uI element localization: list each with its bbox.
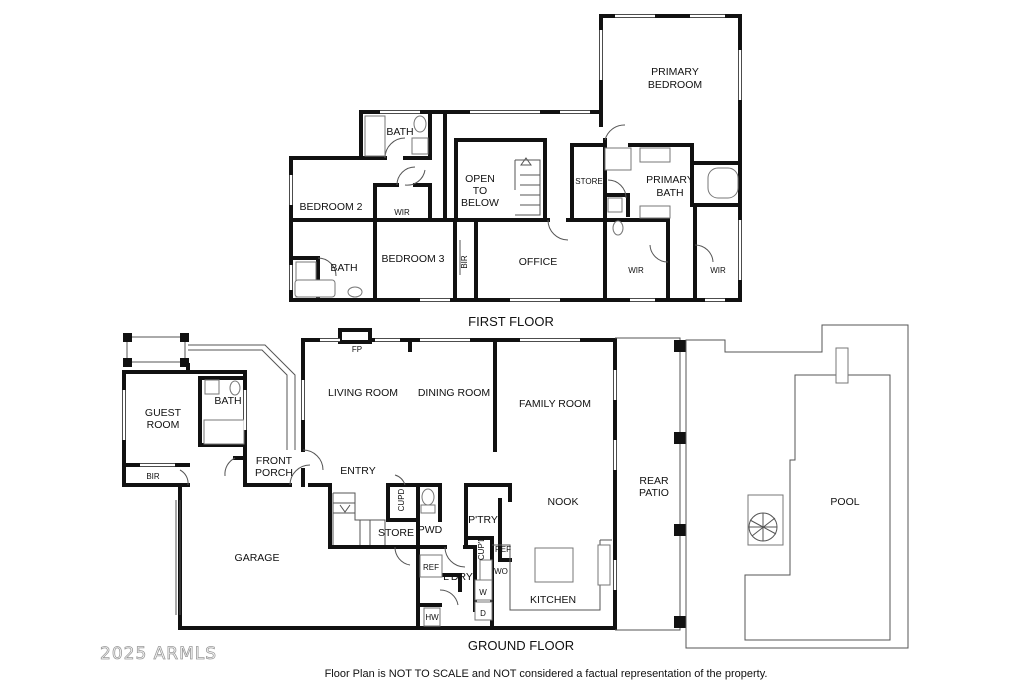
- front-porch-label-2: PORCH: [255, 467, 293, 479]
- open-to-below-label-3: BELOW: [461, 197, 499, 209]
- open-to-below-label-2: TO: [473, 185, 487, 197]
- family-room-label: FAMILY ROOM: [519, 398, 591, 410]
- ground-floor-plan: FP LIVING ROOM DINING ROOM FAMILY ROOM G…: [122, 324, 909, 653]
- upper-bath-label: BATH: [386, 126, 413, 138]
- bedroom-2-label: BEDROOM 2: [299, 201, 362, 213]
- first-floor-plan: PRIMARY BEDROOM BATH OPEN TO BELOW STORE…: [289, 14, 742, 329]
- kitchen-label: KITCHEN: [530, 594, 576, 606]
- office-label: OFFICE: [519, 256, 558, 268]
- garage-label: GARAGE: [235, 552, 280, 564]
- ground-floor-title: GROUND FLOOR: [468, 638, 574, 653]
- washer-label: W: [479, 588, 487, 597]
- upper-store-label: STORE: [575, 177, 602, 186]
- disclaimer: Floor Plan is NOT TO SCALE and NOT consi…: [325, 668, 768, 680]
- primary-bath-label-2: BATH: [656, 187, 683, 199]
- guest-room-label-1: GUEST: [145, 407, 182, 419]
- rear-patio-label-2: PATIO: [639, 487, 669, 499]
- cupboard-kitchen-label: CUP'D: [477, 536, 486, 560]
- dryer-label: D: [480, 609, 486, 618]
- wir-left-label: WIR: [628, 266, 644, 275]
- ground-store-label: STORE: [378, 527, 414, 539]
- guest-bir-label: BIR: [146, 472, 160, 481]
- kitchen-ref-label: REF: [495, 545, 511, 554]
- laundry-label: L'DRY: [443, 571, 473, 583]
- open-to-below-label-1: OPEN: [465, 173, 495, 185]
- fireplace-label: FP: [352, 345, 362, 354]
- wall-oven-label: WO: [494, 567, 508, 576]
- dining-room-label: DINING ROOM: [418, 387, 490, 399]
- front-porch-label-1: FRONT: [256, 455, 293, 467]
- rear-patio-label-1: REAR: [639, 475, 669, 487]
- primary-bath-label-1: PRIMARY: [646, 174, 694, 186]
- pool-label: POOL: [830, 496, 859, 508]
- watermark: 2025 ARMLS: [100, 644, 217, 664]
- primary-bedroom-label-2: BEDROOM: [648, 79, 702, 91]
- cupd-label: CUPD: [397, 488, 406, 511]
- living-room-label: LIVING ROOM: [328, 387, 398, 399]
- bedroom-3-label: BEDROOM 3: [381, 253, 444, 265]
- guest-bath-label: BATH: [214, 395, 241, 407]
- pantry-label: P'TRY: [468, 514, 498, 526]
- guest-room-label-2: ROOM: [147, 419, 180, 431]
- entry-label: ENTRY: [340, 465, 375, 477]
- water-heater-label: HW: [425, 613, 439, 622]
- primary-bedroom-label: PRIMARY: [651, 66, 699, 78]
- wir-right-label: WIR: [710, 266, 726, 275]
- bedroom-2-wir-label: WIR: [394, 208, 410, 217]
- laundry-ref-label: REF: [423, 563, 439, 572]
- bedroom-3-bath-label: BATH: [330, 262, 357, 274]
- pwd-label: PWD: [418, 524, 443, 536]
- nook-label: NOOK: [548, 496, 579, 508]
- first-floor-title: FIRST FLOOR: [468, 314, 554, 329]
- bir-label: BIR: [460, 255, 469, 269]
